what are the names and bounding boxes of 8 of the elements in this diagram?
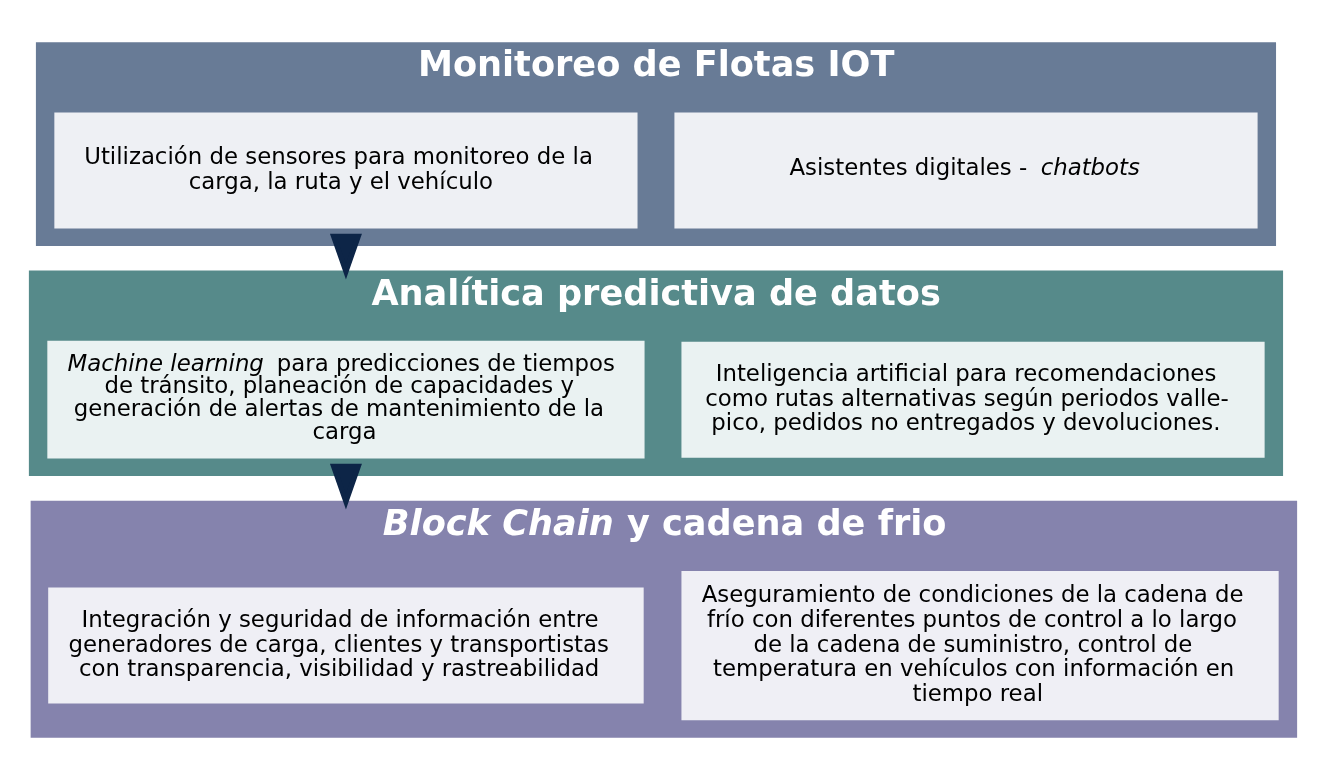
node-box: Utilización de sensores para monitoreo de la carga, la ruta y el vehículo (54, 111, 638, 228)
node-box: Asistentes digitales - chatbots (674, 111, 1258, 228)
arrow (329, 463, 362, 509)
arrow (329, 233, 362, 279)
node-box: Machine learning para predicciones de tiempos de tránsito, planeación de capacidades y generación de alertas de mantenimiento de la carga (47, 340, 645, 458)
node-box: Inteligencia artificial para recomendaciones como rutas alternativas según periodos valle-pico, pedidos no entregados y devoluciones. (681, 341, 1265, 458)
node-box: Aseguramiento de condiciones de la cadena de frío con diferentes puntos de control a lo largo de la cadena de suministro, control de temperatura en vehículos con información en tiempo real (681, 570, 1279, 720)
node-box: Integración y seguridad de información entre generadores de carga, clientes y transportistas con transparencia, visibilidad y rastreabilidad (48, 587, 644, 704)
